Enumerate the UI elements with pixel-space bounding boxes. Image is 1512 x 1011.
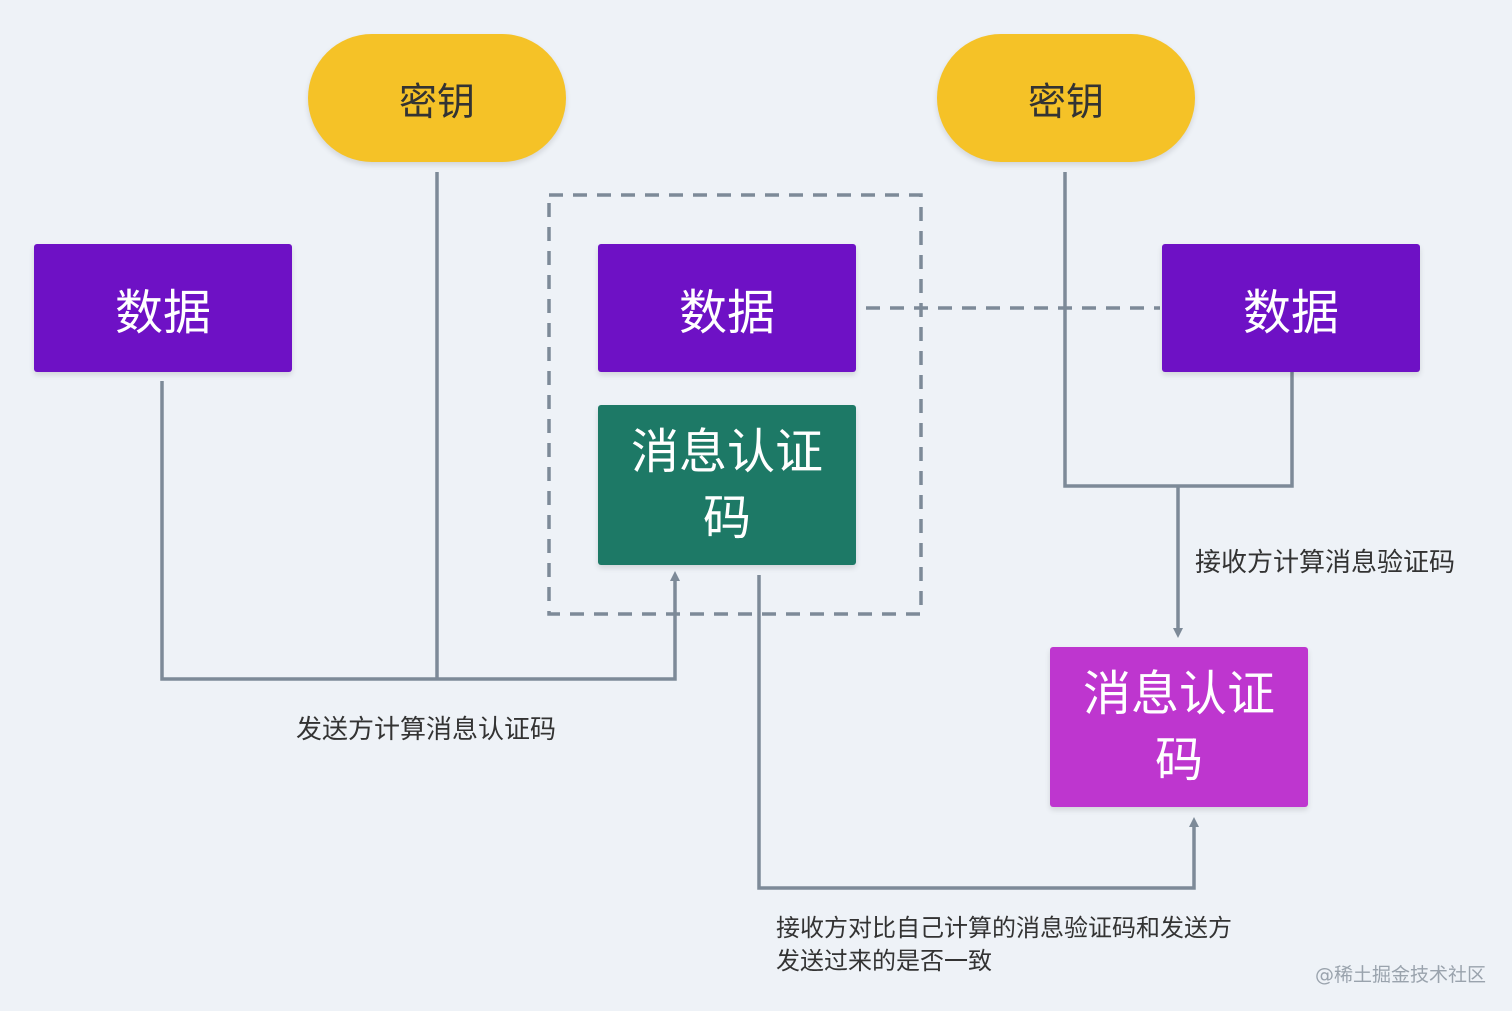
receiver-compute-label: 接收方计算消息验证码 (1195, 548, 1456, 578)
comparison-label-line2: 发送过来的是否一致 (776, 947, 992, 975)
comparison-label-line1: 接收方对比自己计算的消息验证码和发送方 (776, 914, 1232, 942)
watermark: @稀土掘金技术社区 (1314, 964, 1486, 986)
sender-message-group-frame (547, 193, 923, 616)
sender-key: 密钥 (308, 34, 566, 162)
receiver-mac: 消息认证码 (1050, 647, 1308, 807)
comparison-connector (757, 575, 1199, 890)
sender-data-connector (160, 381, 680, 681)
receiver-key: 密钥 (937, 34, 1195, 162)
sender-mac: 消息认证码 (598, 405, 856, 565)
transmitted-data: 数据 (598, 244, 856, 372)
receiver-data: 数据 (1162, 244, 1420, 372)
sender-data: 数据 (34, 244, 292, 372)
sender-compute-label: 发送方计算消息认证码 (296, 715, 557, 745)
